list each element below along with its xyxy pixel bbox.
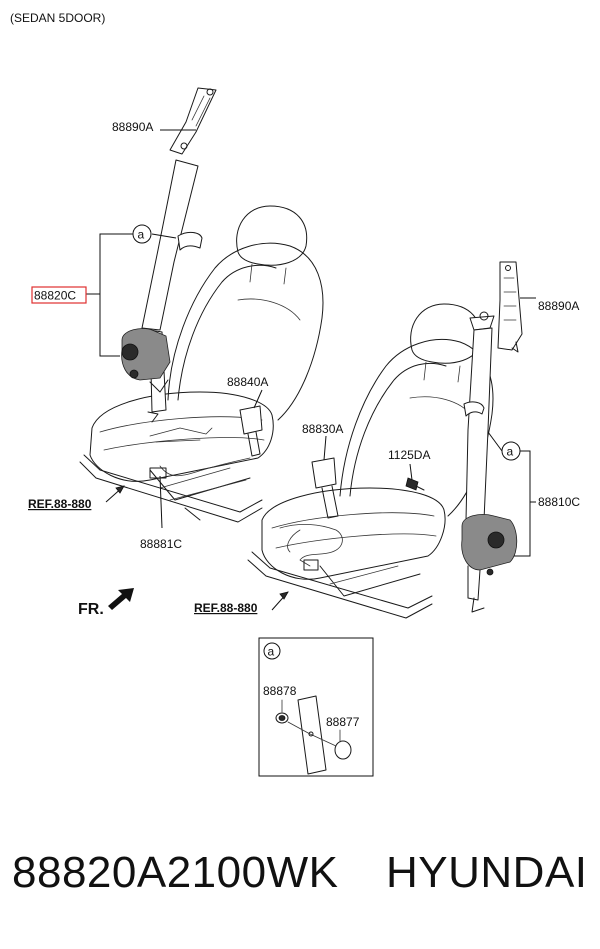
right-leaders: a xyxy=(271,297,536,611)
label-88810c: 88810C xyxy=(538,495,580,509)
label-88890a-right: 88890A xyxy=(538,299,579,313)
caption: 88820A2100WK HYUNDAI xyxy=(0,848,600,908)
right-seat-belt xyxy=(405,261,523,613)
callout-a-left: a xyxy=(138,228,145,242)
highlight-88820c xyxy=(31,286,87,304)
detail-inset: a 88878 88877 xyxy=(258,637,374,777)
fr-arrow-icon xyxy=(108,588,134,610)
left-seat-belt xyxy=(121,87,263,457)
part-number-text: 88820A2100WK xyxy=(12,848,339,897)
label-88890a-left: 88890A xyxy=(112,120,153,134)
label-88878: 88878 xyxy=(263,684,297,698)
label-88820c: 88820C xyxy=(34,289,76,303)
front-direction-indicator: FR. xyxy=(78,588,134,618)
label-88840a: 88840A xyxy=(227,375,268,389)
callout-a-right: a xyxy=(507,445,514,459)
label-1125da: 1125DA xyxy=(388,448,430,462)
label-88830a: 88830A xyxy=(302,422,343,436)
ref-right: REF.88-880 xyxy=(194,601,258,615)
variant-label: (SEDAN 5DOOR) xyxy=(10,11,105,25)
label-88877: 88877 xyxy=(326,715,360,729)
left-seat xyxy=(79,205,324,523)
right-seat xyxy=(247,303,494,619)
fr-label: FR. xyxy=(78,601,104,618)
inset-callout-a: a xyxy=(268,645,275,659)
label-88881c: 88881C xyxy=(140,537,182,551)
left-leaders: a xyxy=(86,129,263,529)
brand-text: HYUNDAI xyxy=(386,848,588,897)
ref-left: REF.88-880 xyxy=(28,497,92,511)
